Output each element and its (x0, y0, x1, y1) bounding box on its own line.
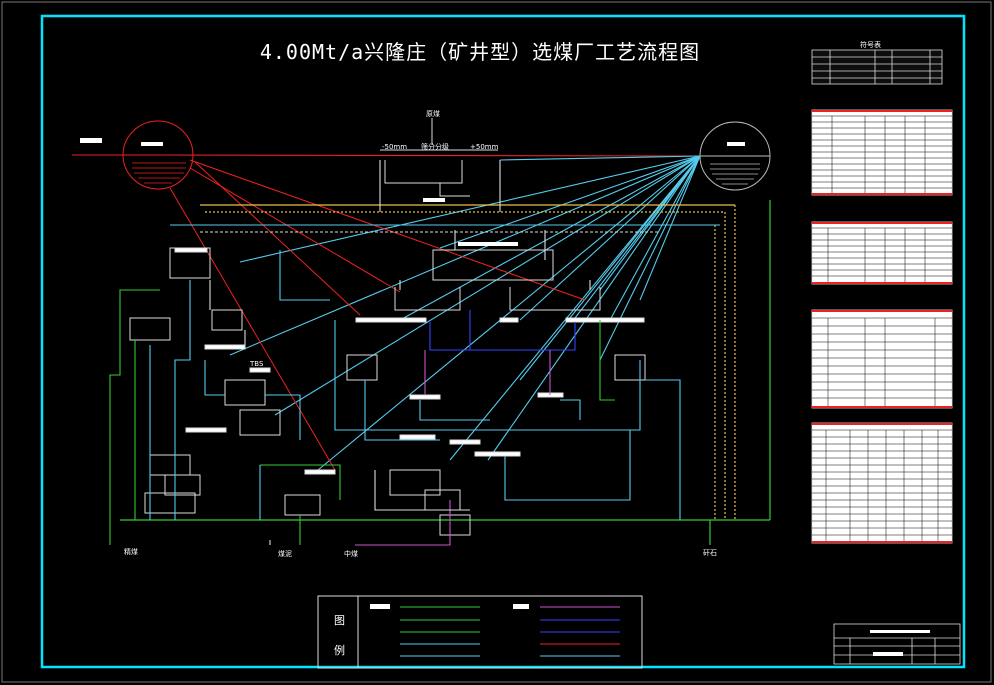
output-label-middlings: 中煤 (344, 550, 358, 558)
legend-title-2: 例 (334, 644, 345, 657)
main-title: 4.00Mt/a兴隆庄（矿井型）选煤厂工艺流程图 (259, 40, 701, 64)
left-label-box (80, 138, 102, 143)
output-label-clean-coal: 精煤 (124, 548, 138, 556)
side-tables (811, 49, 953, 544)
red-lines (169, 159, 586, 471)
output-label-gangue: 矸石 (703, 549, 717, 557)
raw-coal-label: 原煤 (426, 110, 440, 118)
plus50-label: +50mm (470, 143, 499, 151)
screen-label: 筛分分级 (421, 143, 449, 151)
side-table-headers (812, 110, 952, 543)
drawing-frame (40, 14, 966, 669)
symbol-table-title: 符号表 (860, 41, 881, 49)
return-water-rays (159, 154, 701, 471)
output-label-slime: 煤泥 (278, 550, 292, 558)
top-screen (380, 118, 498, 202)
minus50-label: -50mm (382, 143, 408, 151)
legend-box (317, 595, 643, 669)
distribution-bus (120, 200, 771, 545)
side-table-grid (812, 115, 952, 543)
right-thickener (699, 121, 771, 191)
tbs-label: TBS (250, 360, 264, 368)
legend-title-1: 图 (334, 614, 345, 627)
flow-lines (109, 160, 720, 546)
title-block (833, 623, 961, 665)
equipment (129, 242, 646, 536)
